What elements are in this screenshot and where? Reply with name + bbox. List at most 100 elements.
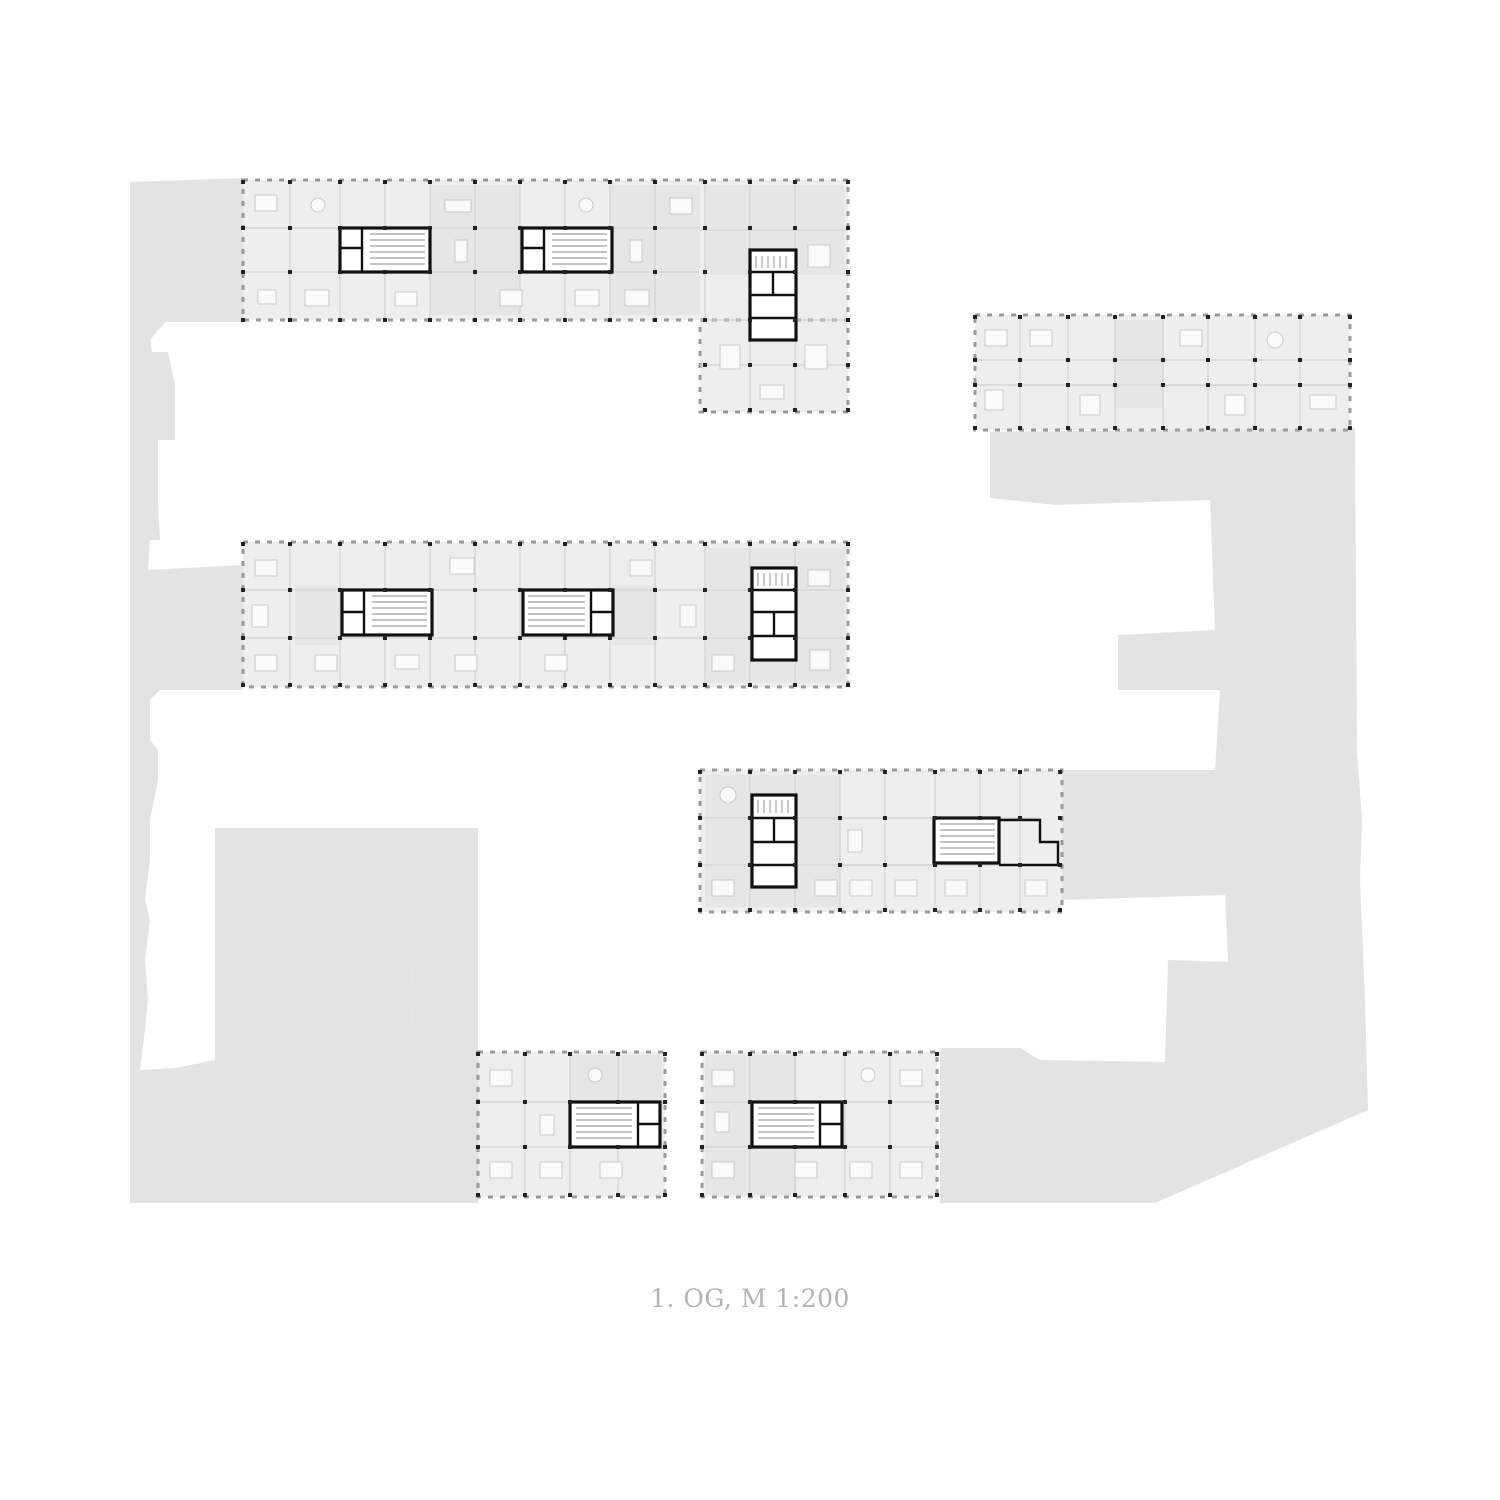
column (748, 270, 752, 274)
column (846, 363, 850, 367)
column (653, 588, 657, 592)
building-south-east-wing (700, 1050, 939, 1199)
column (518, 226, 522, 230)
column (935, 1052, 939, 1056)
column (1058, 908, 1062, 912)
column (1206, 315, 1210, 319)
stair-core-2 (520, 226, 614, 274)
column (748, 770, 752, 774)
column (383, 180, 387, 184)
column (978, 816, 982, 820)
column (428, 588, 432, 592)
column (563, 588, 567, 592)
column (241, 226, 245, 230)
column (933, 816, 937, 820)
column (518, 588, 522, 592)
column (793, 226, 797, 230)
south-west-wing-furniture (489, 1067, 623, 1179)
column (428, 542, 432, 546)
column (523, 1052, 527, 1056)
column (933, 770, 937, 774)
south-east-wing-furniture (711, 1067, 923, 1179)
column (476, 1145, 480, 1149)
column (608, 636, 612, 640)
column (843, 1193, 847, 1197)
column (1253, 383, 1257, 387)
stair-core-8 (932, 816, 1001, 865)
column (1018, 863, 1022, 867)
column (698, 770, 702, 774)
column (288, 542, 292, 546)
column (616, 1100, 620, 1104)
column (793, 588, 797, 592)
column (883, 908, 887, 912)
column (473, 180, 477, 184)
column (793, 363, 797, 367)
column (428, 636, 432, 640)
column (653, 542, 657, 546)
column (383, 226, 387, 230)
column (383, 636, 387, 640)
column (568, 1100, 572, 1104)
context-east-block (940, 428, 1368, 1203)
column (608, 588, 612, 592)
column (846, 683, 850, 687)
column (428, 318, 432, 322)
column (1298, 358, 1302, 362)
column (748, 408, 752, 412)
column (476, 1193, 480, 1197)
north-wing-furniture (254, 194, 831, 400)
column (1348, 426, 1352, 430)
column (518, 683, 522, 687)
column (616, 1193, 620, 1197)
column (843, 1100, 847, 1104)
column (1253, 315, 1257, 319)
column (883, 770, 887, 774)
column (568, 1193, 572, 1197)
column (748, 363, 752, 367)
column (935, 1193, 939, 1197)
column (748, 863, 752, 867)
column (1298, 315, 1302, 319)
column (563, 226, 567, 230)
column (703, 226, 707, 230)
column (888, 1145, 892, 1149)
column (1018, 770, 1022, 774)
column (1161, 383, 1165, 387)
column (838, 770, 842, 774)
column (846, 588, 850, 592)
column (473, 542, 477, 546)
column (518, 180, 522, 184)
column (748, 1052, 752, 1056)
column (473, 318, 477, 322)
column (973, 383, 977, 387)
middle-wing-furniture (251, 557, 831, 672)
column (663, 1100, 667, 1104)
column (698, 816, 702, 820)
column (700, 1100, 704, 1104)
column (1206, 383, 1210, 387)
building-east-middle-wing (698, 768, 1064, 914)
column (428, 270, 432, 274)
column (338, 683, 342, 687)
column (793, 636, 797, 640)
column (748, 1145, 752, 1149)
column (616, 1052, 620, 1056)
column (1253, 426, 1257, 430)
column (703, 636, 707, 640)
column (1066, 315, 1070, 319)
column (1206, 426, 1210, 430)
column (1298, 426, 1302, 430)
column (748, 542, 752, 546)
column (933, 908, 937, 912)
column (793, 908, 797, 912)
column (700, 1052, 704, 1056)
column (793, 816, 797, 820)
column (1113, 426, 1117, 430)
column (843, 1145, 847, 1149)
column (1018, 426, 1022, 430)
column (383, 270, 387, 274)
column (1058, 863, 1062, 867)
column (933, 863, 937, 867)
